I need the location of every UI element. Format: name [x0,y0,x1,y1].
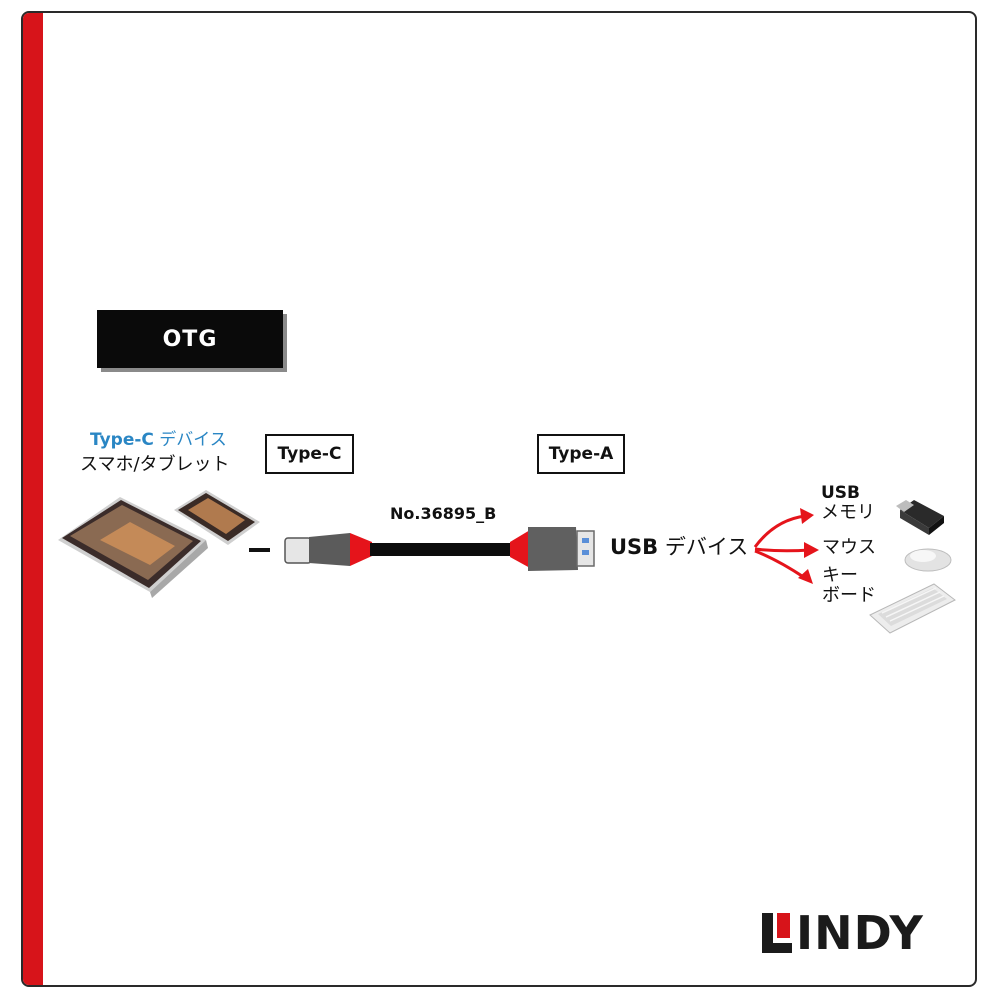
type-a-plug-icon [510,527,595,571]
accent-bar [23,13,43,985]
model-number: No.36895_B [390,504,497,523]
type-c-device-title: Type-C デバイス [90,425,227,450]
type-c-device-subtitle: スマホ/タブレット [80,454,230,475]
type-c-device-title-bold: Type-C [90,430,154,450]
lindy-logo-text: INDY [796,906,924,960]
type-c-box-label: Type-C [265,434,354,474]
cable [370,543,512,556]
connection-dash [249,548,270,552]
arrow-head-memory-icon [800,508,814,524]
usb-device-label: USB デバイス [610,531,748,561]
phone-icon [174,490,260,545]
lindy-l-mark-icon [762,913,792,953]
type-c-device-title-rest: デバイス [153,430,227,450]
output-mouse: マウス [822,537,876,558]
keyboard-icon [869,583,956,634]
output-arrows [753,514,811,580]
tablet-icon [58,497,208,598]
otg-label: OTG [97,310,283,368]
output-keyboard: キー ボード [822,566,876,606]
lindy-logo: INDY [762,906,924,960]
usb-memory-icon [896,500,944,535]
output-keyboard-line1: キー [822,565,858,586]
arrow-head-mouse-icon [804,542,819,558]
output-keyboard-line2: ボード [822,585,876,606]
type-c-plug-icon [284,533,372,566]
mouse-icon [904,548,952,572]
type-a-box-label: Type-A [537,434,625,474]
output-usb-memory-line1: USB [821,483,861,503]
arrow-head-keyboard-icon [798,569,813,584]
usb-device-label-bold: USB [610,535,659,559]
usb-device-label-rest: デバイス [658,535,749,559]
diagram-frame [21,11,977,987]
output-usb-memory-line2: メモリ [821,502,875,523]
output-usb-memory: USB メモリ [821,483,875,523]
